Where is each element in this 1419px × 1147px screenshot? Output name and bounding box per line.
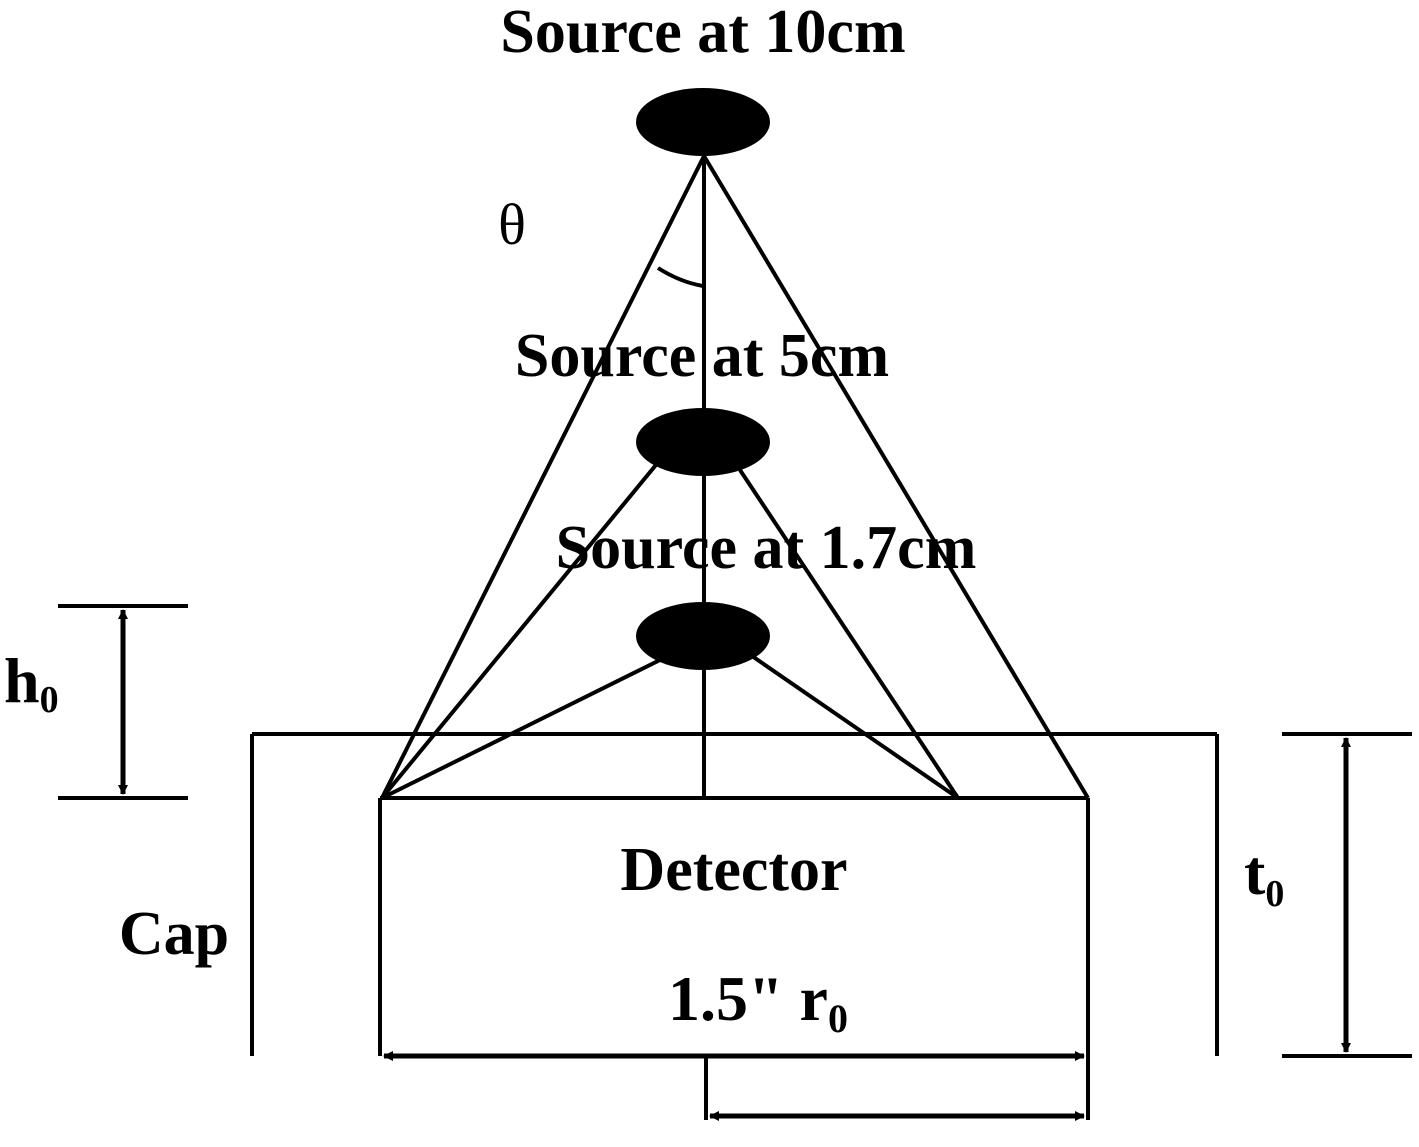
rays-5cm	[380, 458, 960, 800]
label-t0-main: t	[1244, 837, 1266, 908]
t0-dimension	[1282, 732, 1412, 1058]
label-detector: Detector	[620, 836, 847, 904]
label-h0-sub: 0	[40, 679, 59, 721]
label-diameter: 1.5" r0	[668, 963, 848, 1041]
label-source-1-7cm: Source at 1.7cm	[556, 514, 977, 582]
label-t0: t0	[1244, 837, 1284, 915]
rays-10cm	[380, 154, 1090, 800]
h0-dimension	[58, 604, 188, 800]
source-5cm-dot	[636, 408, 770, 476]
label-source-5cm: Source at 5cm	[515, 322, 889, 390]
label-h0: h0	[4, 645, 59, 721]
label-source-10cm: Source at 10cm	[500, 0, 905, 66]
label-diameter-main: 1.5" r	[668, 963, 828, 1034]
source-10cm-dot	[636, 88, 770, 156]
rays-1-7cm	[381, 654, 960, 800]
label-theta: θ	[498, 192, 526, 257]
label-h0-main: h	[4, 645, 40, 716]
theta-arc	[656, 266, 704, 288]
label-cap: Cap	[119, 900, 229, 968]
detector-box	[378, 796, 1090, 1120]
source-1-7cm-dot	[636, 602, 770, 670]
label-t0-sub: 0	[1265, 873, 1284, 915]
label-diameter-sub: 0	[828, 996, 848, 1041]
